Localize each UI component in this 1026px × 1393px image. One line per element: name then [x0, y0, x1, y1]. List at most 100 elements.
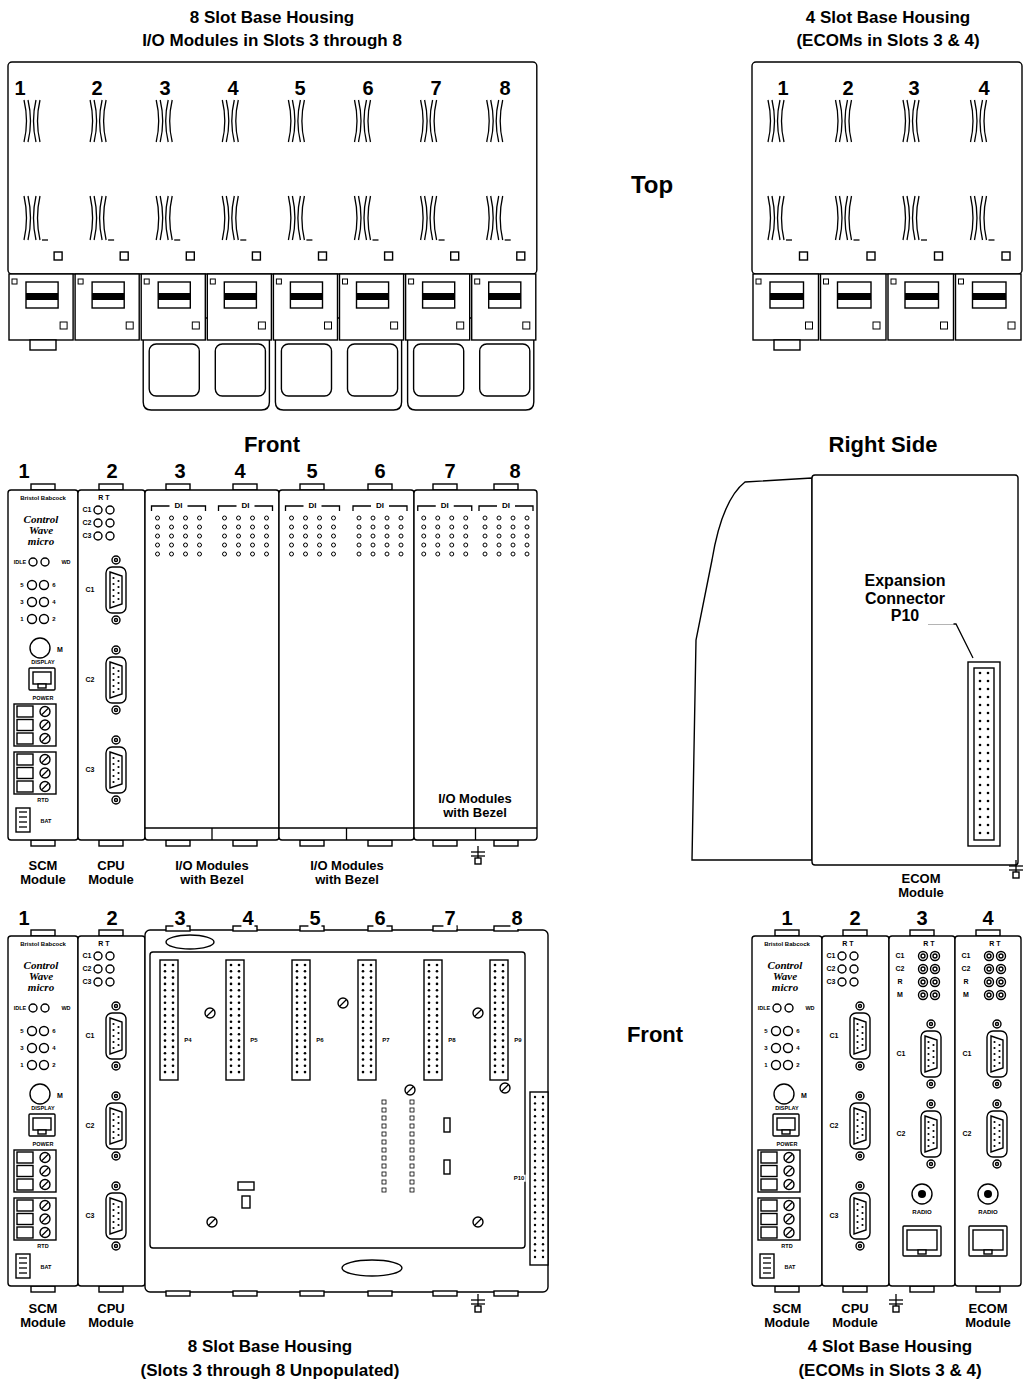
terminal-plug — [17, 733, 33, 744]
button-label: M — [56, 1092, 64, 1100]
pin — [112, 1209, 114, 1211]
connector-ridge — [19, 1262, 27, 1263]
terminal-point — [511, 516, 515, 520]
pin — [856, 1137, 858, 1139]
pin — [998, 1062, 1000, 1064]
pin — [362, 983, 365, 986]
terminal-plug — [17, 706, 33, 717]
pin — [296, 983, 299, 986]
latch-mark — [276, 279, 281, 284]
module-top — [753, 274, 819, 340]
pin — [117, 778, 119, 780]
screw-slot — [42, 770, 48, 776]
jumper-pad — [410, 1108, 414, 1112]
jack-screw-hole — [115, 559, 118, 562]
led — [772, 1044, 781, 1053]
module-caption: SCM Module — [14, 859, 72, 888]
pin — [542, 1128, 544, 1130]
module-face — [752, 936, 822, 1286]
radio-jack — [912, 1184, 932, 1204]
pin — [534, 1179, 536, 1181]
module-type-label: DI — [174, 502, 184, 511]
jack-screw-hole — [115, 619, 118, 622]
led — [919, 965, 928, 974]
pin — [436, 1065, 439, 1068]
pin — [304, 983, 307, 986]
jumper-pad — [382, 1140, 386, 1144]
module-caption: I/O Modules with Bezel — [428, 792, 522, 821]
latch-mark — [891, 279, 896, 284]
pin — [238, 964, 241, 967]
pin — [172, 976, 175, 979]
pin — [993, 1127, 995, 1129]
pin — [230, 1020, 233, 1023]
pin — [370, 1020, 373, 1023]
pin — [494, 1039, 497, 1042]
pin — [979, 704, 982, 707]
pin — [362, 970, 365, 973]
battery-connector — [16, 1254, 30, 1278]
guide-mark — [306, 239, 312, 240]
pin — [502, 1027, 505, 1030]
pin — [164, 983, 167, 986]
ground-symbol — [471, 846, 485, 864]
pin — [238, 1065, 241, 1068]
pin — [304, 1046, 307, 1049]
db9-face — [991, 1116, 1003, 1152]
pin — [987, 824, 990, 827]
pin — [979, 680, 982, 683]
terminal-point — [399, 552, 403, 556]
led — [94, 519, 102, 527]
pin — [987, 736, 990, 739]
pin — [362, 1008, 365, 1011]
pin — [230, 983, 233, 986]
module-face — [8, 936, 78, 1286]
latch — [423, 282, 455, 308]
jumper-pad — [382, 1188, 386, 1192]
pin — [979, 784, 982, 787]
slot-number: 8 — [508, 460, 521, 482]
jack-screw-hole — [115, 1185, 118, 1188]
ground-lug — [475, 1306, 481, 1312]
pin — [238, 1071, 241, 1074]
pin — [304, 964, 307, 967]
led-label: C1 — [961, 952, 972, 960]
pin — [172, 983, 175, 986]
terminal-point — [497, 516, 501, 520]
bezel-split — [475, 828, 476, 840]
housing-tab — [494, 1291, 518, 1296]
slot-number: 6 — [373, 907, 386, 929]
pin — [998, 1130, 1000, 1132]
housing-tab — [976, 1286, 1000, 1292]
card-guide — [971, 196, 987, 240]
card-guide — [421, 196, 437, 240]
pin — [987, 792, 990, 795]
pin — [296, 1046, 299, 1049]
pin — [542, 1166, 544, 1168]
pin — [979, 744, 982, 747]
pin — [172, 1002, 175, 1005]
housing-tabs — [31, 930, 123, 936]
latch-window — [1002, 252, 1010, 260]
screw-slot — [42, 1203, 48, 1209]
latch-mark — [325, 322, 332, 329]
pin — [238, 1002, 241, 1005]
latch-bar — [489, 293, 521, 300]
led-lens — [987, 954, 991, 958]
pin — [238, 1027, 241, 1030]
pin — [164, 970, 167, 973]
jack-screw — [927, 1100, 935, 1108]
pin — [296, 1033, 299, 1036]
led — [838, 952, 846, 960]
pin — [117, 1038, 119, 1040]
pin — [230, 1065, 233, 1068]
cpu-module — [78, 936, 145, 1286]
terminal-point — [399, 525, 403, 529]
terminal-point — [525, 543, 529, 547]
terminal-point — [265, 525, 269, 529]
pin — [112, 595, 114, 597]
terminal-screw — [784, 1214, 794, 1224]
terminal-point — [265, 552, 269, 556]
housing-tab — [166, 484, 190, 490]
terminal-block — [758, 1150, 800, 1192]
